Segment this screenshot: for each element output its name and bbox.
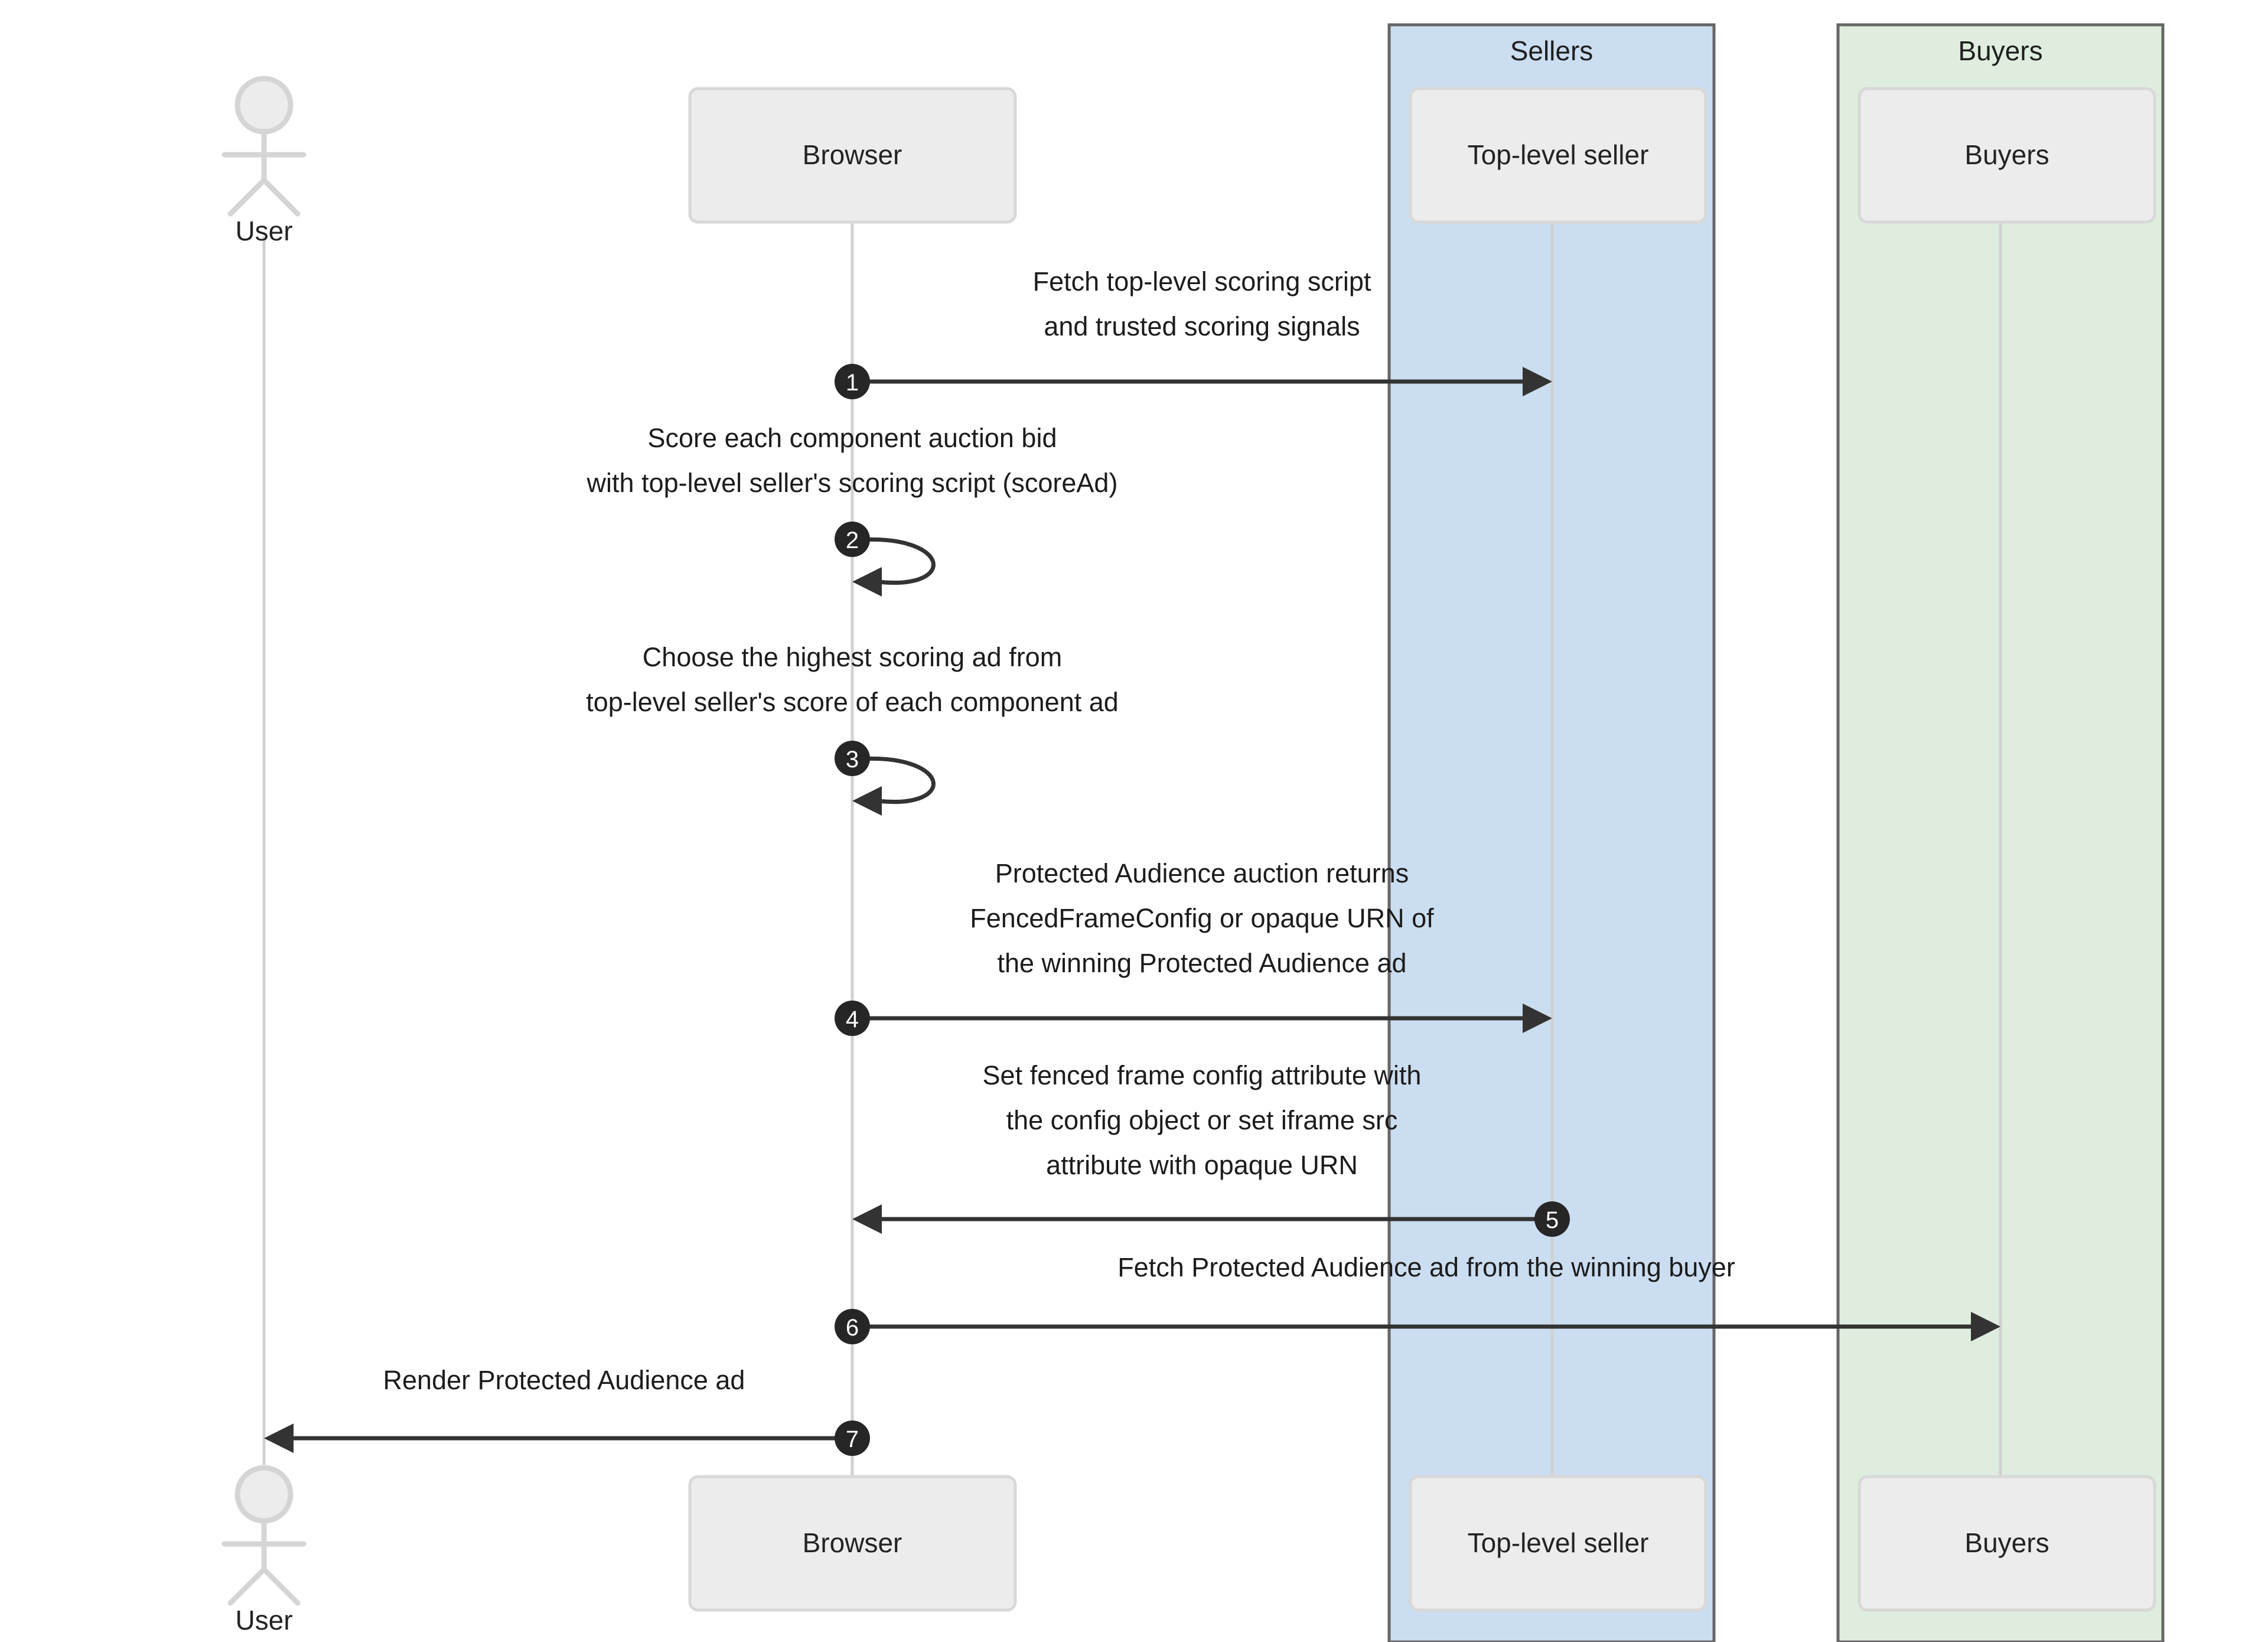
participant-top-level-seller-bottom[interactable]: Top-level seller (1409, 1475, 1707, 1612)
actor-head-icon (234, 76, 294, 135)
message-3-label-line-1: Choose the highest scoring ad from (643, 642, 1062, 672)
message-2-arrow-head-icon (852, 567, 882, 597)
message-5-label-line-1: Set fenced frame config attribute with (983, 1060, 1422, 1090)
message-4-label-line-2: FencedFrameConfig or opaque URN of (970, 903, 1434, 933)
message-6-label-line-1: Fetch Protected Audience ad from the win… (1117, 1252, 1735, 1282)
participant-buyers-bottom-rect[interactable] (1858, 1475, 2156, 1612)
participant-browser-bottom-label: Browser (803, 1527, 902, 1558)
message-1-label-line-1: Fetch top-level scoring script (1033, 266, 1371, 297)
participant-browser-top[interactable]: Browser (688, 87, 1017, 224)
message-4-label-line-1: Protected Audience auction returns (995, 858, 1409, 888)
message-3[interactable]: Choose the highest scoring ad from top-l… (586, 642, 1119, 816)
participant-buyers-top-rect[interactable] (1858, 87, 2156, 224)
message-3-self-loop-line (852, 757, 936, 804)
message-2[interactable]: Score each component auction bid with to… (586, 423, 1118, 597)
message-5-label-line-2: the config object or set iframe src (1006, 1105, 1398, 1135)
participant-top-level-seller-bottom-label: Top-level seller (1468, 1527, 1649, 1558)
message-2-label-line-2: with top-level seller's scoring script (… (586, 468, 1118, 498)
actor-user-top-label: User (235, 216, 292, 246)
participant-buyers-bottom-label: Buyers (1964, 1527, 2049, 1558)
actor-head-bottom-icon (234, 1465, 294, 1524)
message-4[interactable]: Protected Audience auction returns Fence… (835, 858, 1552, 1036)
message-5[interactable]: Set fenced frame config attribute with t… (852, 1060, 1570, 1237)
message-7-badge (835, 1421, 870, 1456)
message-3-label-line-2: top-level seller's score of each compone… (586, 687, 1119, 717)
message-6-arrow-head-icon (1971, 1312, 2000, 1341)
participant-browser-bottom-rect[interactable] (688, 1475, 1017, 1612)
message-5-label-line-3: attribute with opaque URN (1046, 1150, 1358, 1180)
message-6-badge-number: 6 (846, 1315, 859, 1341)
actor-user-top: User (221, 76, 307, 246)
group-box-sellers-label: Sellers (1510, 35, 1594, 66)
actor-leg-right-bottom-icon (261, 1566, 301, 1606)
participant-buyers-top-label: Buyers (1964, 139, 2049, 170)
message-1-badge-number: 1 (846, 370, 859, 396)
message-2-label-line-1: Score each component auction bid (648, 423, 1057, 453)
group-box-buyers-label: Buyers (1958, 35, 2042, 66)
participant-buyers-bottom[interactable]: Buyers (1858, 1475, 2156, 1612)
participant-top-level-seller-bottom-rect[interactable] (1409, 1475, 1707, 1612)
message-4-badge-number: 4 (846, 1006, 859, 1032)
actor-leg-left-icon (227, 177, 267, 217)
participant-top-level-seller-top[interactable]: Top-level seller (1409, 87, 1707, 224)
message-1-arrow-head-icon (1523, 367, 1552, 396)
message-2-badge (835, 522, 870, 557)
participant-top-level-seller-top-rect[interactable] (1409, 87, 1707, 224)
message-5-arrow-head-icon (852, 1204, 882, 1234)
message-7-label-line-1: Render Protected Audience ad (383, 1365, 745, 1395)
actor-user-bottom-label: User (235, 1605, 292, 1636)
actor-leg-left-bottom-icon (227, 1566, 267, 1606)
message-7[interactable]: Render Protected Audience ad 7 (264, 1365, 870, 1456)
message-1-badge (835, 364, 870, 399)
message-5-badge (1534, 1201, 1570, 1237)
message-2-badge-number: 2 (846, 527, 859, 553)
message-6[interactable]: Fetch Protected Audience ad from the win… (835, 1252, 2000, 1344)
message-7-badge-number: 7 (846, 1426, 859, 1452)
message-3-arrow-head-icon (852, 786, 882, 816)
actor-user-bottom: User (221, 1465, 307, 1636)
message-1-label-line-2: and trusted scoring signals (1044, 311, 1360, 341)
message-3-badge-number: 3 (846, 747, 859, 773)
message-4-arrow-head-icon (1523, 1004, 1552, 1033)
participant-browser-top-label: Browser (803, 139, 902, 170)
participant-top-level-seller-top-label: Top-level seller (1468, 139, 1649, 170)
message-4-badge (835, 1001, 870, 1036)
message-7-arrow-head-icon (264, 1423, 294, 1453)
message-6-badge (835, 1309, 870, 1344)
message-2-self-loop-line (852, 537, 936, 585)
message-3-badge (835, 741, 870, 776)
participant-browser-bottom[interactable]: Browser (688, 1475, 1017, 1612)
message-4-label-line-3: the winning Protected Audience ad (998, 948, 1407, 978)
message-5-badge-number: 5 (1546, 1207, 1559, 1233)
message-1[interactable]: Fetch top-level scoring script and trust… (835, 266, 1552, 399)
participant-buyers-top[interactable]: Buyers (1858, 87, 2156, 224)
participant-browser-top-rect[interactable] (688, 87, 1017, 224)
actor-leg-right-icon (261, 177, 301, 217)
